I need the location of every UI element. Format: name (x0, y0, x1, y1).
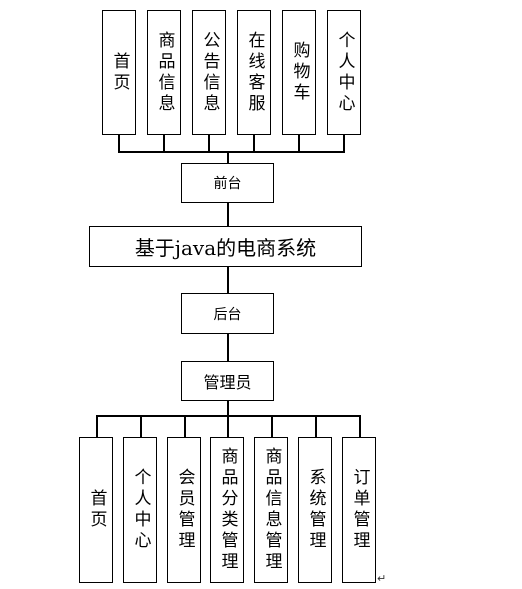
front-module-cart: 购物车 (282, 10, 316, 135)
connector (343, 135, 345, 152)
admin-module-label: 会员管理 (174, 468, 195, 552)
front-module-announcements: 公告信息 (192, 10, 226, 135)
system-node: 基于java的电商系统 (89, 226, 362, 267)
connector (118, 151, 345, 153)
admin-module-system-management: 系统管理 (298, 437, 332, 583)
front-module-label: 商品信息 (154, 30, 175, 115)
admin-module-label: 首页 (86, 489, 107, 531)
front-module-online-service: 在线客服 (237, 10, 271, 135)
connector (359, 415, 361, 437)
admin-module-product-management: 商品信息管理 (254, 437, 288, 583)
admin-module-member-management: 会员管理 (167, 437, 201, 583)
admin-node: 管理员 (181, 361, 274, 401)
paragraph-mark: ↵ (377, 572, 387, 585)
admin-module-label: 订单管理 (349, 468, 370, 552)
connector (227, 151, 229, 163)
admin-module-home: 首页 (79, 437, 113, 583)
connector (227, 334, 229, 361)
front-module-label: 首页 (109, 51, 130, 94)
connector (163, 135, 165, 152)
front-module-products: 商品信息 (147, 10, 181, 135)
frontend-label: 前台 (213, 176, 242, 192)
front-module-label: 公告信息 (199, 30, 220, 115)
connector (184, 415, 186, 437)
admin-module-label: 系统管理 (305, 468, 326, 552)
backend-node: 后台 (181, 293, 274, 334)
admin-module-category-management: 商品分类管理 (210, 437, 244, 583)
connector (227, 415, 229, 437)
connector (140, 415, 142, 437)
connector (298, 135, 300, 152)
connector (315, 415, 317, 437)
connector (271, 415, 273, 437)
admin-label: 管理员 (203, 373, 252, 392)
system-title: 基于java的电商系统 (134, 236, 317, 260)
frontend-node: 前台 (181, 163, 274, 203)
admin-module-label: 商品分类管理 (217, 447, 238, 573)
connector (227, 401, 229, 416)
admin-module-personal-center: 个人中心 (123, 437, 157, 583)
front-module-label: 购物车 (289, 41, 310, 104)
connector (208, 135, 210, 152)
connector (253, 135, 255, 152)
connector (227, 267, 229, 293)
front-module-label: 个人中心 (334, 30, 355, 115)
admin-module-label: 商品信息管理 (261, 447, 282, 573)
admin-module-label: 个人中心 (130, 468, 151, 552)
front-module-label: 在线客服 (244, 30, 265, 115)
admin-module-order-management: 订单管理 (342, 437, 376, 583)
connector (96, 415, 98, 437)
connector (227, 203, 229, 226)
connector (118, 135, 120, 152)
front-module-home: 首页 (102, 10, 136, 135)
front-module-personal-center: 个人中心 (327, 10, 361, 135)
backend-label: 后台 (213, 306, 242, 323)
